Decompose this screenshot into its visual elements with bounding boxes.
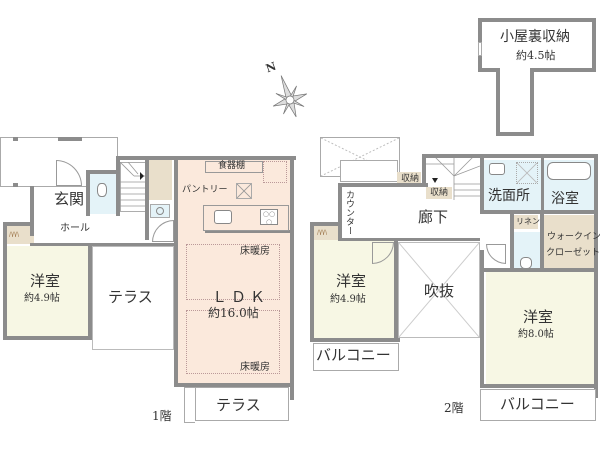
attic-name: 小屋裏収納 <box>500 29 570 45</box>
f1-pantry <box>148 160 172 200</box>
f2-washroom-label: 洗面所 <box>488 188 530 204</box>
f2-bedroom-small-size: 約4.9帖 <box>330 294 366 305</box>
f2-storage-2 <box>426 187 452 199</box>
f2-bathroom-label: 浴室 <box>551 191 579 207</box>
f2-balcony-right-label: バルコニー <box>500 395 575 413</box>
f1-bedroom-closet <box>6 226 34 244</box>
f1-terrace-middle <box>92 246 174 350</box>
compass: N <box>262 60 312 122</box>
f1-dish-cabinet-label: 食器棚 <box>218 161 246 171</box>
f2-bedroom-small-closet <box>314 226 338 240</box>
f1-terrace-bottom-label: テラス <box>216 396 261 414</box>
f2-storage-1 <box>397 172 421 186</box>
f2-bedroom-large <box>486 272 594 384</box>
attic-size: 約4.5帖 <box>516 49 556 62</box>
floor-1-plan: ﾊﾊﾊ ○○○ <box>0 137 296 423</box>
f2-void-label: 吹抜 <box>424 282 455 300</box>
f1-hall-label: ホール <box>60 223 90 234</box>
f2-balcony-left-label: バルコニー <box>316 346 391 364</box>
f1-terrace-bottom <box>195 387 289 421</box>
compass-star-icon <box>272 75 308 118</box>
floor-2-label: 2階 <box>444 401 464 415</box>
f1-ldk-size: 約16.0帖 <box>208 306 259 320</box>
f1-ldk <box>178 158 290 384</box>
f2-counter-label: カウンター <box>344 190 354 235</box>
f1-entrance-label: 玄関 <box>54 190 85 208</box>
f1-floor-heating-2: 床暖房 <box>240 362 270 373</box>
f1-terrace-middle-label: テラス <box>108 288 153 306</box>
f2-walkin-closet <box>544 215 594 269</box>
f2-walkin-closet-label-1: ウォークイン <box>547 232 600 242</box>
f1-floor-heating-1: 床暖房 <box>240 246 270 257</box>
f1-bedroom-name: 洋室 <box>30 272 61 290</box>
f1-pantry-label: パントリー <box>182 185 228 195</box>
f2-storage-2-label: 収納 <box>430 188 449 198</box>
f2-balcony-left <box>313 343 399 371</box>
f2-bedroom-large-name: 洋室 <box>523 308 554 326</box>
f2-walkin-closet-label-2: クローゼット <box>546 248 600 258</box>
f1-bedroom-size: 約4.9帖 <box>24 293 60 304</box>
f1-bedroom <box>5 246 91 338</box>
f2-balcony-right <box>480 389 596 421</box>
f2-bedroom-large-size: 約8.0帖 <box>518 329 554 340</box>
floor-1-label: 1階 <box>152 409 172 423</box>
f2-bedroom-small-name: 洋室 <box>336 272 367 290</box>
f2-linen <box>514 215 538 229</box>
f2-storage-1-label: 収納 <box>401 174 420 184</box>
f2-linen-label: リネン <box>516 217 540 226</box>
attic-storage: 小屋裏収納 約4.5帖 <box>478 18 598 136</box>
f2-corridor-label: 廊下 <box>418 208 449 226</box>
f2-void <box>398 242 480 338</box>
f2-stairs <box>424 155 481 200</box>
f1-ldk-name: ＬＤＫ <box>212 288 270 306</box>
